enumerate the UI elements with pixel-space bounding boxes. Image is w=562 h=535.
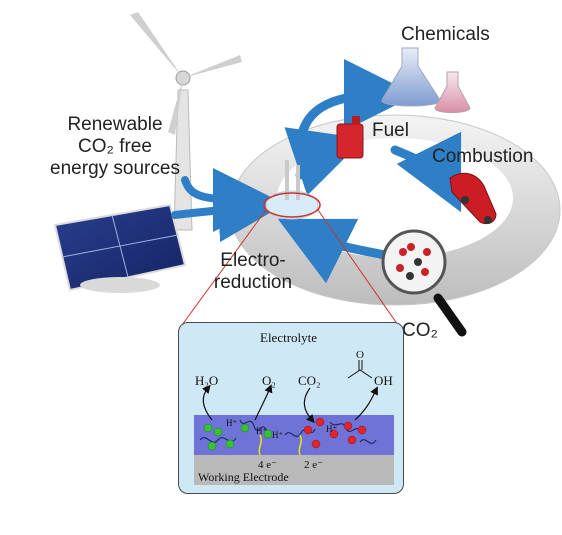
electrolyzer-highlight [263, 192, 321, 218]
electrolyzer-icon [265, 160, 319, 220]
chemicals-label: Chemicals [401, 24, 490, 45]
oh-label: OH [374, 373, 393, 388]
fuel-can-icon [336, 116, 364, 159]
proton-label-1: H⁺ [226, 418, 238, 428]
electrons-right-label: 2 e⁻ [304, 459, 323, 471]
cycle-arrows [277, 59, 462, 284]
wind-turbine-icon [130, 12, 242, 231]
proton-label-3: H⁺ [272, 430, 284, 440]
o2-label: O₂ [262, 373, 276, 388]
electroreduction-line-1: Electro- [220, 250, 286, 271]
working-electrode-label: Working Electrode [198, 470, 289, 484]
energy-arrows [171, 167, 282, 243]
magnifier-icon [381, 229, 467, 337]
zoom-line-right [317, 209, 399, 326]
carbonyl-o-label: O [356, 349, 364, 361]
renewable-line-1: Renewable [67, 114, 163, 135]
renewable-line-3: energy sources [50, 158, 180, 179]
flask-icon [381, 47, 471, 113]
electroreduction-label: Electro- reduction [208, 250, 298, 294]
renewable-line-2: CO₂ free [78, 136, 152, 157]
electrode-inset [178, 322, 404, 494]
electrons-left-label: 4 e⁻ [258, 459, 277, 471]
renewable-label: Renewable CO₂ free energy sources [40, 114, 190, 180]
solar-panel-icon [53, 203, 187, 293]
electroreduction-line-2: reduction [213, 272, 293, 293]
car-icon [449, 172, 497, 225]
co2-label: CO₂ [402, 320, 438, 341]
combustion-label: Combustion [432, 146, 534, 167]
electrolyte-label: Electrolyte [260, 330, 318, 345]
proton-label-4: H⁺ [326, 424, 338, 434]
h2o-label: H₂O [195, 373, 219, 388]
co2-inset-label: CO₂ [298, 373, 321, 388]
zoom-line-left [181, 209, 267, 326]
fuel-label: Fuel [372, 120, 409, 141]
proton-label-2: H⁺ [256, 426, 268, 436]
